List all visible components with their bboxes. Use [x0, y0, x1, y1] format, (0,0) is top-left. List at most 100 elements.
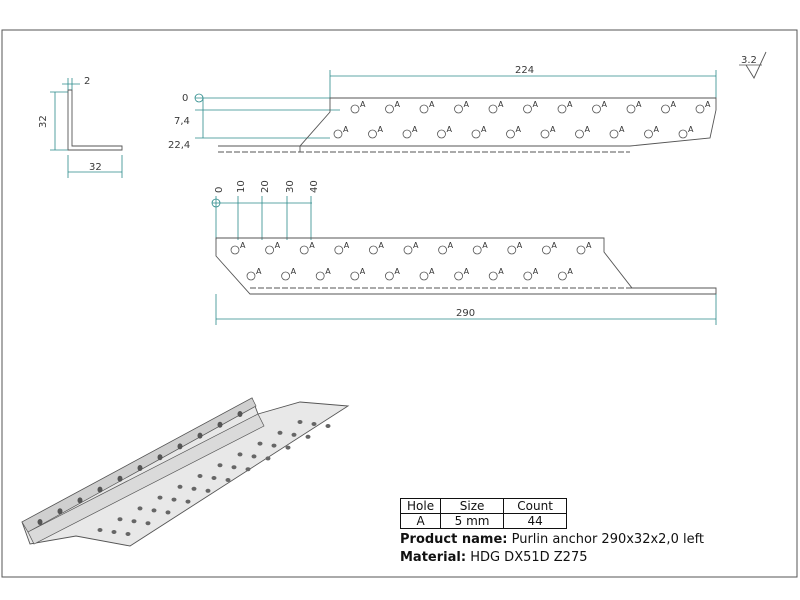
info-block: Hole Size Count A 5 mm 44 Product name: … — [399, 498, 704, 565]
hole-a-label: A — [705, 100, 711, 109]
hole-table-cell-count: 44 — [503, 513, 568, 529]
iso-hole — [305, 434, 311, 439]
section-height-label: 32 — [38, 115, 49, 128]
roughness-symbol: 3.2 — [739, 51, 767, 79]
iso-hole — [277, 430, 283, 435]
hole-a — [246, 271, 256, 281]
hole-a — [265, 245, 275, 255]
section-thickness-label: 2 — [84, 76, 90, 87]
hole-a-label: A — [602, 100, 608, 109]
hole-a — [299, 245, 309, 255]
hole-a — [403, 245, 413, 255]
iso-hole — [137, 506, 143, 511]
hole-a — [644, 129, 653, 139]
iso-hole — [171, 497, 177, 502]
hole-a-label: A — [412, 125, 418, 134]
roughness-value: 3.2 — [741, 55, 757, 66]
hole-a-label: A — [413, 241, 419, 250]
iso-hole — [237, 411, 243, 417]
hole-a — [384, 271, 394, 281]
top-view: 224 0 7,4 22,4 — [168, 65, 717, 153]
iso-hole — [245, 467, 251, 472]
hole-a-label: A — [378, 125, 384, 134]
hole-a-label: A — [325, 267, 331, 276]
hole-a — [385, 104, 394, 114]
side-x30-label: 30 — [285, 180, 296, 193]
iso-hole — [191, 486, 197, 491]
hole-a-label: A — [360, 267, 366, 276]
iso-hole — [117, 517, 123, 522]
iso-hole — [225, 478, 231, 482]
hole-a — [350, 104, 360, 114]
iso-hole — [251, 454, 257, 459]
hole-a — [471, 129, 481, 139]
hole-a — [576, 245, 586, 255]
hole-a — [419, 104, 429, 114]
hole-a — [315, 271, 325, 281]
iso-hole — [125, 532, 131, 536]
hole-a-label: A — [275, 241, 281, 250]
hole-a-label: A — [533, 267, 539, 276]
hole-a-label: A — [344, 241, 350, 250]
iso-hole — [97, 528, 103, 532]
hole-a — [575, 129, 584, 139]
hole-a-label: A — [567, 267, 573, 276]
hole-a — [540, 129, 550, 139]
iso-hole — [205, 488, 211, 493]
iso-hole — [197, 432, 203, 439]
hole-a — [472, 245, 482, 255]
iso-hole — [217, 463, 223, 468]
hole-a — [334, 245, 344, 255]
hole-a — [402, 129, 412, 139]
hole-a — [557, 104, 567, 114]
product-name-label: Product name: — [400, 532, 508, 547]
hole-a — [609, 129, 619, 139]
iso-hole — [257, 441, 263, 446]
hole-a — [523, 104, 532, 114]
side-x20-label: 20 — [260, 180, 271, 193]
hole-a — [368, 245, 378, 255]
hole-a-label: A — [291, 267, 297, 276]
hole-a-label: A — [636, 100, 642, 109]
iso-hole — [291, 432, 297, 437]
hole-a-label: A — [551, 241, 557, 250]
hole-table: Hole Size Count A 5 mm 44 — [399, 498, 568, 529]
hole-a — [507, 245, 517, 255]
hole-table-head-size: Size — [440, 498, 505, 514]
iso-hole — [231, 465, 237, 470]
iso-hole — [97, 486, 103, 493]
iso-hole — [271, 443, 277, 448]
product-name-line: Product name: Purlin anchor 290x32x2,0 l… — [400, 532, 704, 547]
iso-hole — [325, 424, 331, 428]
hole-a-label: A — [498, 267, 504, 276]
hole-a-label: A — [464, 267, 470, 276]
iso-hole — [217, 421, 223, 428]
iso-hole — [285, 445, 291, 450]
hole-table-head-count: Count — [503, 498, 568, 514]
hole-a — [419, 271, 429, 281]
hole-a-label: A — [394, 267, 400, 276]
iso-hole — [131, 519, 137, 524]
iso-hole — [157, 454, 163, 461]
hole-a-label: A — [654, 125, 660, 134]
isometric-holes — [37, 411, 331, 536]
iso-hole — [151, 508, 157, 513]
hole-a-label: A — [619, 125, 625, 134]
iso-hole — [265, 456, 271, 461]
hole-a-label: A — [567, 100, 573, 109]
hole-a — [695, 104, 705, 114]
hole-a — [506, 129, 515, 139]
isometric-view — [21, 397, 350, 547]
iso-hole — [111, 530, 117, 534]
hole-a — [350, 271, 360, 281]
sheet-border — [1, 29, 798, 578]
hole-a-label: A — [448, 241, 454, 250]
hole-table-cell-size: 5 mm — [440, 513, 505, 529]
hole-a-label: A — [482, 241, 488, 250]
hole-a — [523, 271, 533, 281]
hole-a-label: A — [429, 100, 435, 109]
hole-a-label: A — [585, 125, 591, 134]
hole-a-label: A — [378, 241, 384, 250]
hole-a — [368, 129, 377, 139]
hole-a — [558, 271, 567, 281]
